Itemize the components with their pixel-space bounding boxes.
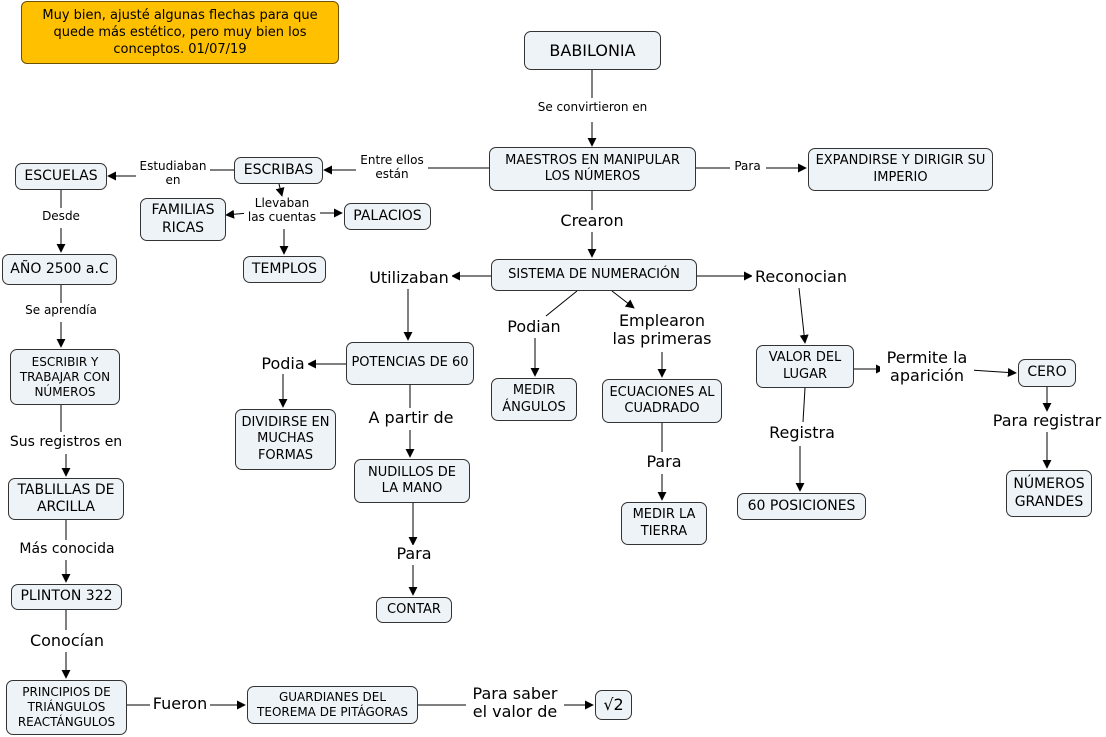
node-guardianes[interactable]: GUARDIANES DEL TEOREMA DE PITÁGORAS (247, 686, 418, 724)
link-para-contar: Para (392, 544, 436, 564)
node-babilonia[interactable]: BABILONIA (524, 31, 661, 70)
link-conocian: Conocían (24, 631, 110, 651)
link-para-registrar: Para registrar (988, 411, 1106, 431)
link-se-aprendia: Se aprendía (20, 303, 102, 318)
node-ecuaciones[interactable]: ECUACIONES AL CUADRADO (602, 379, 722, 423)
link-podia: Podia (258, 354, 308, 374)
link-utilizaban: Utilizaban (366, 268, 452, 288)
link-registra: Registra (764, 423, 840, 443)
node-medir-angulos[interactable]: MEDIR ÁNGULOS (491, 378, 577, 421)
node-palacios[interactable]: PALACIOS (344, 203, 431, 230)
link-permite: Permite la aparición (880, 348, 974, 386)
node-60-posiciones[interactable]: 60 POSICIONES (737, 493, 866, 520)
node-templos[interactable]: TEMPLOS (243, 256, 326, 283)
node-dividirse[interactable]: DIVIDIRSE EN MUCHAS FORMAS (235, 409, 336, 470)
node-escribir[interactable]: ESCRIBIR Y TRABAJAR CON NÚMEROS (10, 349, 120, 405)
node-familias-ricas[interactable]: FAMILIAS RICAS (140, 198, 226, 241)
node-nudillos[interactable]: NUDILLOS DE LA MANO (354, 459, 470, 503)
link-para-expandirse: Para (731, 159, 764, 174)
link-sus-registros: Sus registros en (4, 434, 128, 451)
node-principios[interactable]: PRINCIPIOS DE TRIÁNGULOS REACTÁNGULOS (6, 680, 127, 735)
link-a-partir-de: A partir de (364, 408, 458, 428)
node-maestros[interactable]: MAESTROS EN MANIPULAR LOS NÚMEROS (489, 147, 696, 191)
teacher-feedback-note: Muy bien, ajusté algunas flechas para qu… (21, 1, 339, 64)
link-entre-ellos: Entre ellos están (356, 153, 428, 182)
node-ano-2500[interactable]: AÑO 2500 a.C (2, 254, 117, 285)
node-escribas[interactable]: ESCRIBAS (234, 157, 323, 184)
link-reconocian: Reconocian (752, 267, 850, 287)
link-se-convirtieron: Se convirtieron en (534, 100, 651, 115)
node-contar[interactable]: CONTAR (376, 597, 452, 623)
node-valor-lugar[interactable]: VALOR DEL LUGAR (756, 345, 854, 388)
node-sistema[interactable]: SISTEMA DE NUMERACIÓN (491, 259, 697, 291)
link-para-saber: Para saber el valor de (466, 684, 564, 722)
link-llevaban: Llevaban las cuentas (244, 196, 320, 225)
link-desde: Desde (36, 209, 86, 224)
link-para-medir: Para (642, 452, 686, 472)
node-tablillas[interactable]: TABLILLAS DE ARCILLA (8, 478, 124, 520)
node-cero[interactable]: CERO (1018, 359, 1076, 387)
node-potencias[interactable]: POTENCIAS DE 60 (346, 342, 474, 385)
link-emplearon: Emplearon las primeras (606, 311, 718, 349)
node-numeros-grandes[interactable]: NÚMEROS GRANDES (1006, 470, 1092, 517)
node-medir-tierra[interactable]: MEDIR LA TIERRA (621, 502, 707, 545)
link-estudiaban: Estudiaban en (136, 159, 210, 188)
node-plinton[interactable]: PLINTON 322 (11, 584, 122, 610)
node-expandirse[interactable]: EXPANDIRSE Y DIRIGIR SU IMPERIO (808, 148, 993, 191)
link-fueron: Fueron (150, 694, 210, 714)
link-crearon: Crearon (555, 211, 629, 231)
link-mas-conocida: Más conocida (14, 541, 120, 558)
node-escuelas[interactable]: ESCUELAS (15, 163, 107, 190)
link-podian: Podian (502, 317, 566, 337)
node-sqrt2[interactable]: √2 (595, 690, 632, 720)
